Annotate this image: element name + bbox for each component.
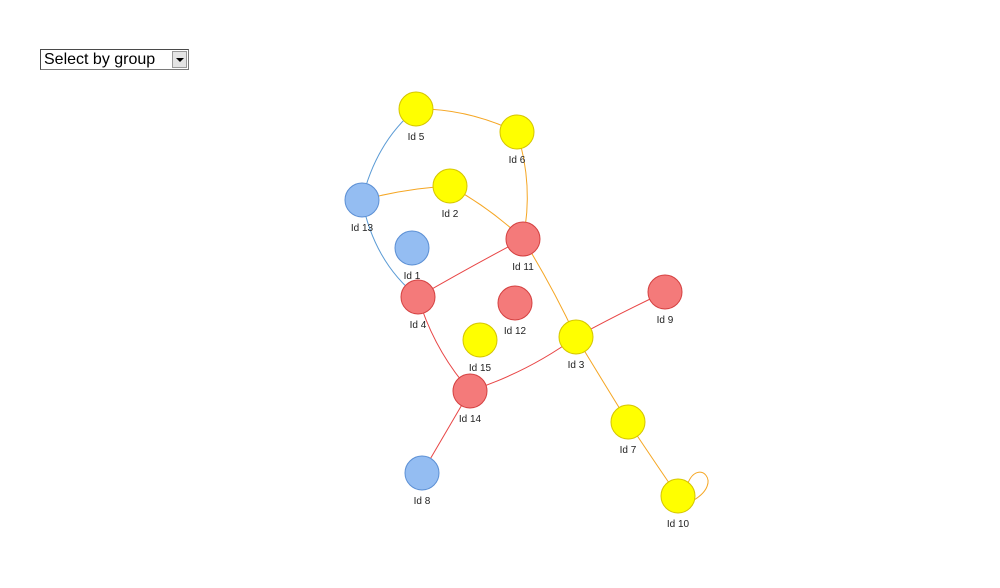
node-13-label: Id 13 (351, 223, 374, 234)
nodes-layer: Id 1 Id 2 Id 3 Id 4 Id 5 Id 6 Id 7 Id 8 Id 9 Id 1… (344, 91, 696, 530)
node-13[interactable]: Id 13 (344, 182, 380, 234)
node-14-circle[interactable] (452, 373, 488, 409)
node-5[interactable]: Id 5 (398, 91, 434, 143)
chevron-down-icon[interactable] (172, 51, 187, 68)
group-select-value: Select by group (44, 51, 156, 68)
node-1[interactable]: Id 1 (394, 230, 430, 282)
group-select[interactable]: Select by group (40, 49, 189, 70)
node-12[interactable]: Id 12 (497, 285, 533, 337)
node-8-circle[interactable] (404, 455, 440, 491)
node-15-circle[interactable] (462, 322, 498, 358)
node-2-label: Id 2 (442, 209, 459, 220)
node-9[interactable]: Id 9 (647, 274, 683, 326)
node-15[interactable]: Id 15 (462, 322, 498, 374)
node-10-label: Id 10 (667, 519, 690, 530)
node-13-circle[interactable] (344, 182, 380, 218)
node-14[interactable]: Id 14 (452, 373, 488, 425)
node-12-circle[interactable] (497, 285, 533, 321)
node-12-label: Id 12 (504, 326, 527, 337)
node-1-label: Id 1 (404, 271, 421, 282)
node-9-label: Id 9 (657, 315, 674, 326)
node-8-label: Id 8 (414, 496, 431, 507)
node-14-label: Id 14 (459, 414, 482, 425)
node-11-circle[interactable] (505, 221, 541, 257)
node-15-label: Id 15 (469, 363, 492, 374)
node-2[interactable]: Id 2 (432, 168, 468, 220)
node-4-label: Id 4 (410, 320, 427, 331)
node-2-circle[interactable] (432, 168, 468, 204)
node-8[interactable]: Id 8 (404, 455, 440, 507)
node-6-label: Id 6 (509, 155, 526, 166)
node-10[interactable]: Id 10 (660, 478, 696, 530)
node-4[interactable]: Id 4 (400, 279, 436, 331)
node-3-circle[interactable] (558, 319, 594, 355)
node-7-label: Id 7 (620, 445, 637, 456)
edge-10-10[interactable] (687, 471, 709, 501)
node-5-label: Id 5 (408, 132, 425, 143)
node-11-label: Id 11 (512, 262, 534, 273)
node-9-circle[interactable] (647, 274, 683, 310)
node-11[interactable]: Id 11 (505, 221, 541, 273)
node-5-circle[interactable] (398, 91, 434, 127)
node-6-circle[interactable] (499, 114, 535, 150)
node-6[interactable]: Id 6 (499, 114, 535, 166)
node-4-circle[interactable] (400, 279, 436, 315)
node-7-circle[interactable] (610, 404, 646, 440)
node-1-circle[interactable] (394, 230, 430, 266)
node-7[interactable]: Id 7 (610, 404, 646, 456)
node-3-label: Id 3 (568, 360, 585, 371)
node-3[interactable]: Id 3 (558, 319, 594, 371)
node-10-circle[interactable] (660, 478, 696, 514)
